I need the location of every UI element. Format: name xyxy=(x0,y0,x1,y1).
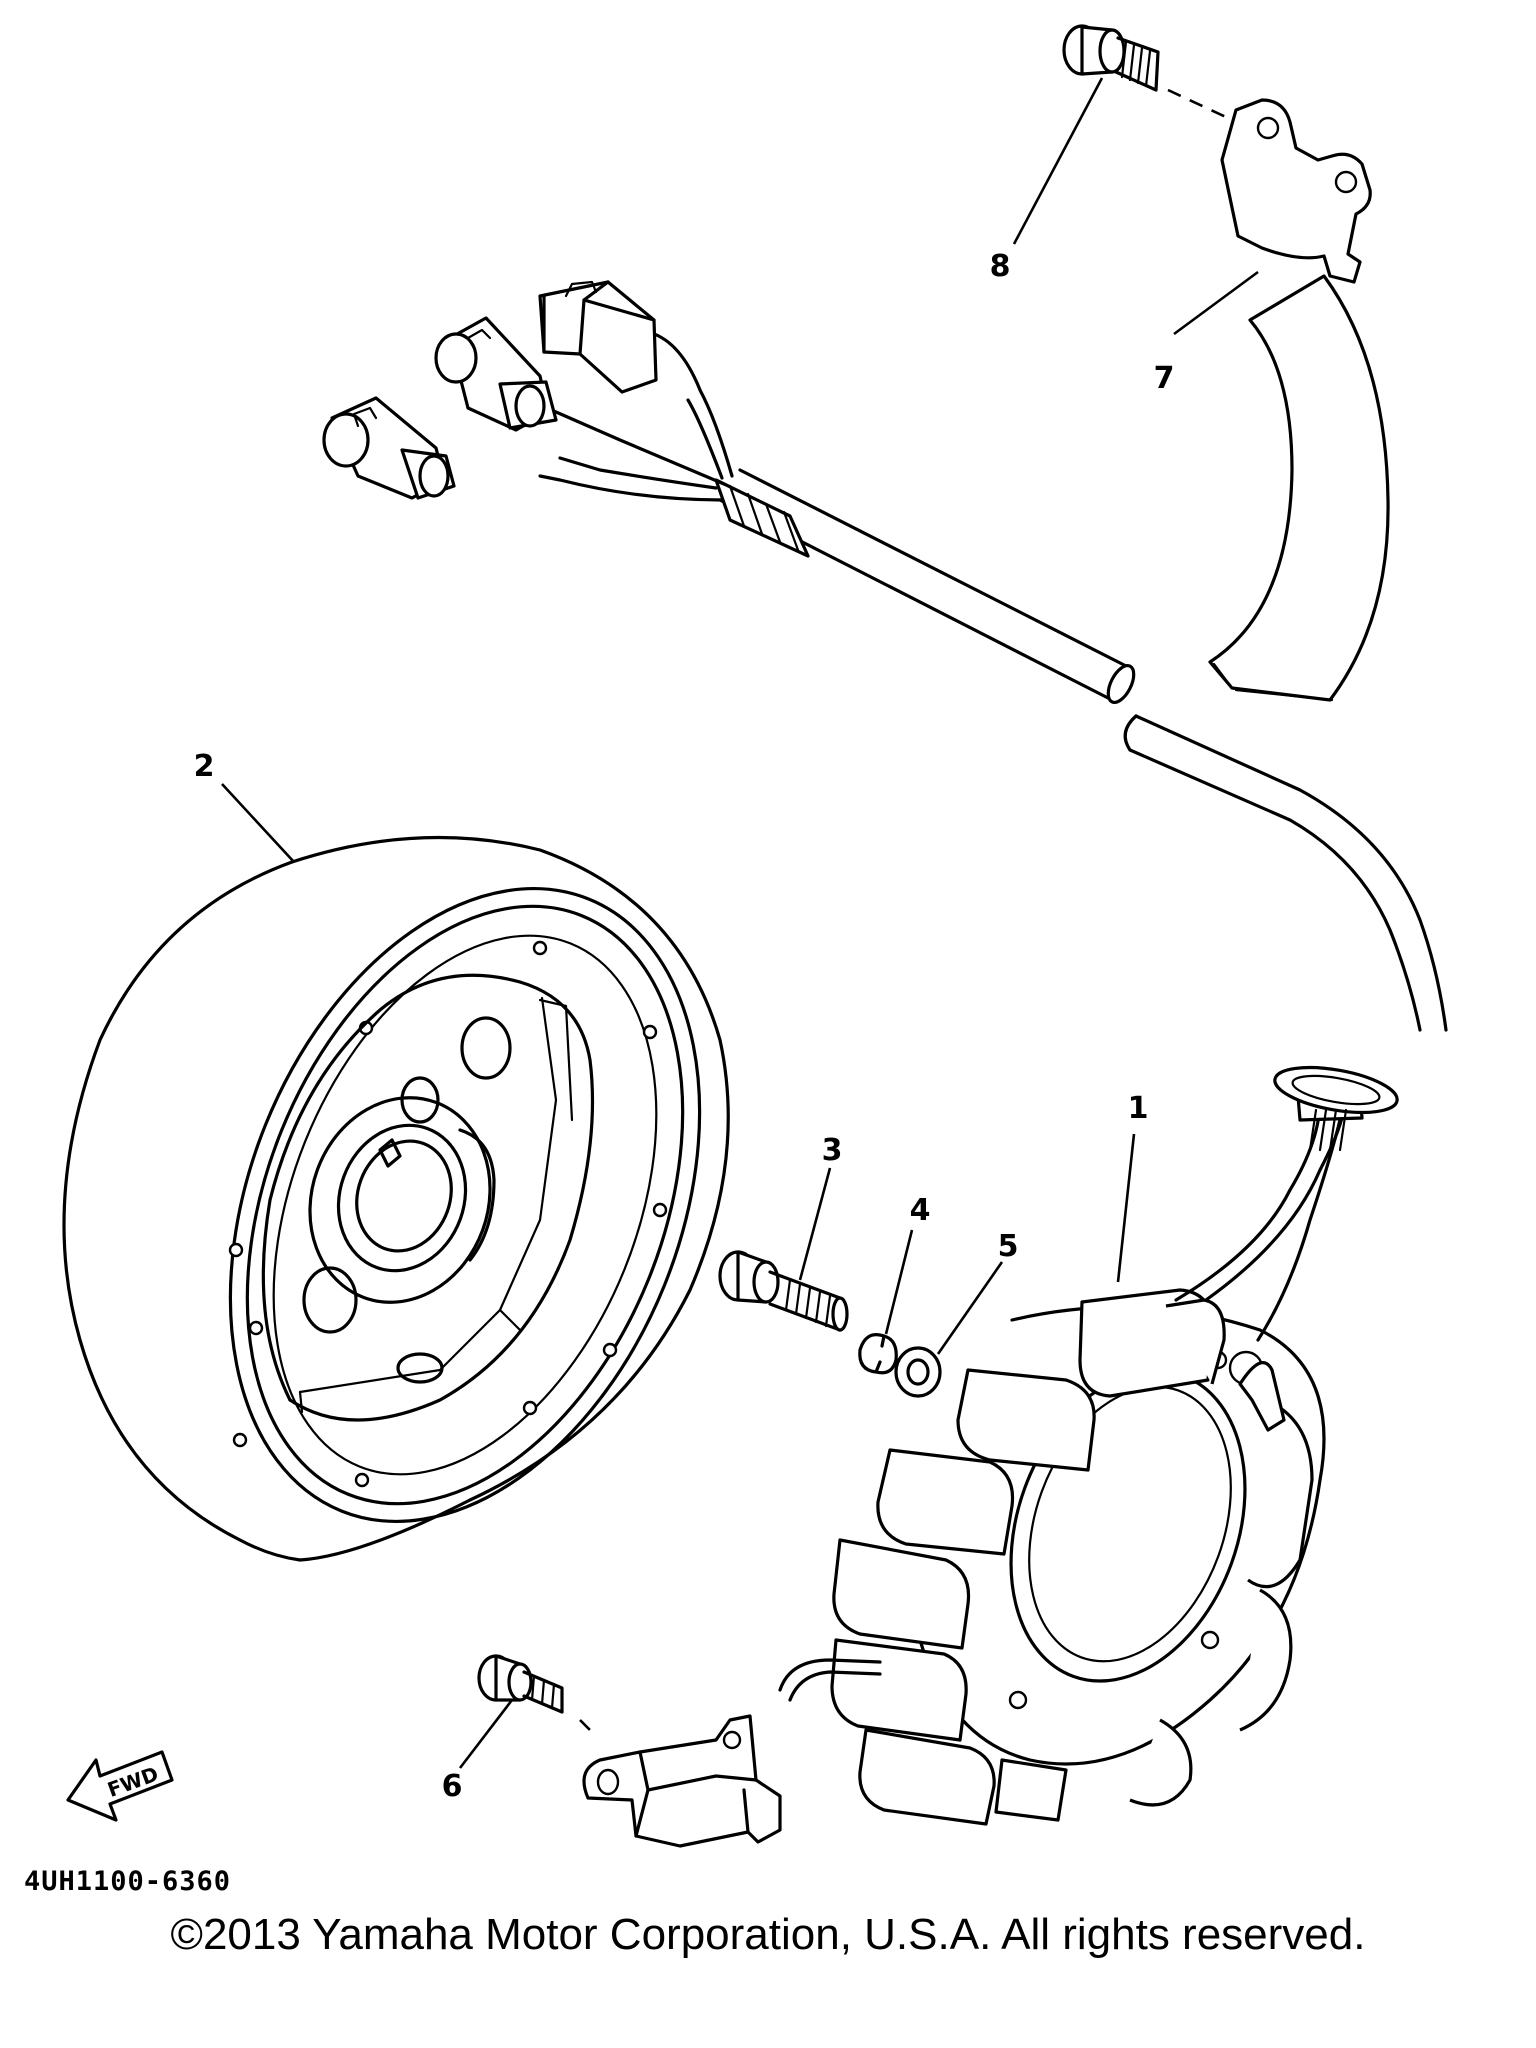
bolt-part-8 xyxy=(1062,24,1160,92)
part-code: 4UH1100-6360 xyxy=(24,1866,231,1897)
screw-part-6 xyxy=(477,1654,564,1714)
bracket-part-7 xyxy=(1208,98,1390,702)
callout-5: 5 xyxy=(998,1229,1019,1264)
callout-4: 4 xyxy=(910,1193,931,1228)
copyright-notice: ©2013 Yamaha Motor Corporation, U.S.A. A… xyxy=(170,1910,1366,1959)
bolt-part-3 xyxy=(718,1250,849,1332)
pickup-coil xyxy=(582,1714,782,1848)
callout-3: 3 xyxy=(822,1133,843,1168)
fwd-arrow-icon: FWD xyxy=(66,1750,174,1822)
washer-part-5 xyxy=(894,1346,942,1398)
callout-6: 6 xyxy=(442,1769,463,1804)
callout-1: 1 xyxy=(1128,1091,1149,1126)
callout-8: 8 xyxy=(990,249,1011,284)
stator-part-1 xyxy=(778,1065,1399,1826)
washer-part-4 xyxy=(858,1333,898,1375)
callout-2: 2 xyxy=(194,749,215,784)
wire-harness xyxy=(322,280,1448,1032)
rotor-part-2 xyxy=(62,835,730,1562)
callout-7: 7 xyxy=(1154,361,1175,396)
